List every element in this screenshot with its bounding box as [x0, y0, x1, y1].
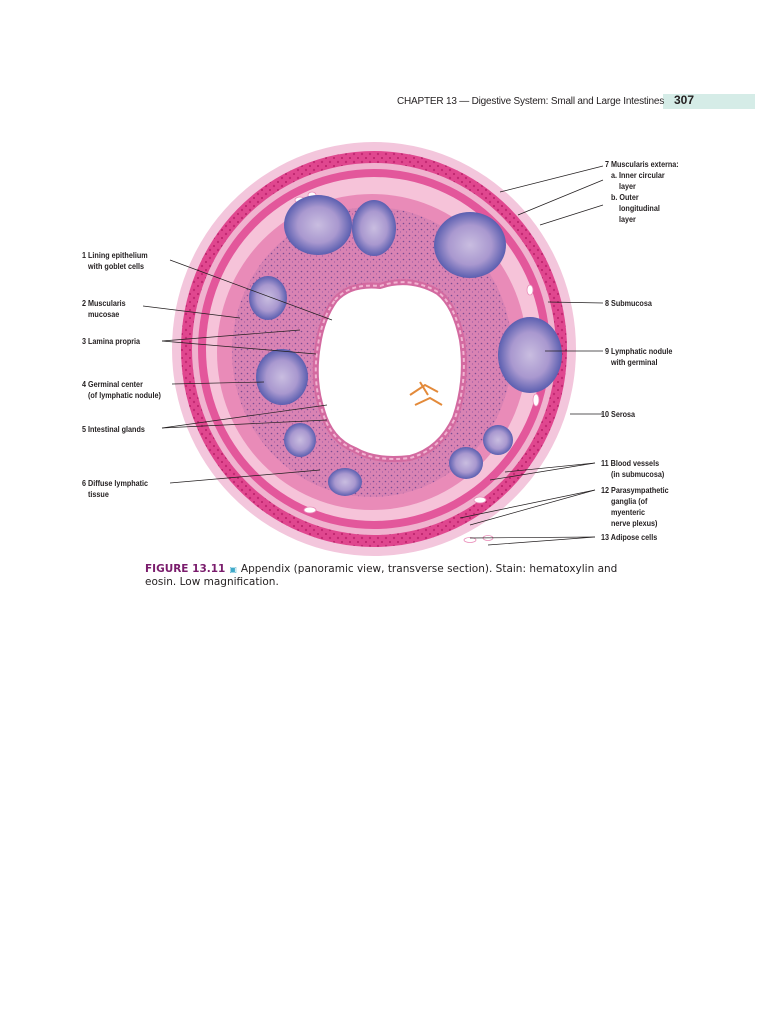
label-submucosa: 8 Submucosa: [605, 299, 652, 308]
label-germinal-center: 4 Germinal center (of lymphatic nodule): [82, 380, 161, 400]
appendix-micrograph: [142, 142, 604, 556]
figure-marker-icon: ▣: [229, 565, 237, 574]
figure-number: FIGURE 13.11: [145, 563, 226, 575]
leader-lines: [142, 165, 604, 546]
label-lining-epithelium: 1 Lining epithelium with goblet cells: [82, 251, 148, 271]
label-lymphatic-nodule: 9 Lymphatic nodule with germinal: [605, 347, 673, 367]
label-lamina-propria: 3 Lamina propria: [82, 337, 141, 346]
lumen: [312, 279, 467, 462]
label-intestinal-glands: 5 Intestinal glands: [82, 425, 145, 434]
label-diffuse-lymphatic-tissue: 6 Diffuse lymphatic tissue: [82, 479, 149, 499]
caption-text: Appendix (panoramic view, transverse sec…: [145, 563, 618, 588]
lymphatic-nodules: [249, 195, 562, 496]
label-muscularis-mucosae: 2 Muscularis mucosae: [82, 299, 126, 319]
label-parasympathetic-ganglia: 12 Parasympathetic ganglia (of myenteric…: [601, 486, 669, 528]
figure-caption: FIGURE 13.11▣Appendix (panoramic view, t…: [145, 563, 645, 589]
label-serosa: 10 Serosa: [601, 410, 636, 419]
header-band: [663, 94, 755, 109]
label-adipose-cells: 13 Adipose cells: [601, 533, 658, 542]
germinal-center: [256, 349, 308, 405]
label-muscularis-externa: 7 Muscularis externa: a. Inner circular …: [605, 160, 679, 224]
running-head: CHAPTER 13 — Digestive System: Small and…: [397, 96, 665, 107]
lumen-debris: [409, 381, 443, 406]
label-blood-vessels: 11 Blood vessels (in submucosa): [601, 459, 665, 479]
page-number: 307: [674, 93, 695, 107]
